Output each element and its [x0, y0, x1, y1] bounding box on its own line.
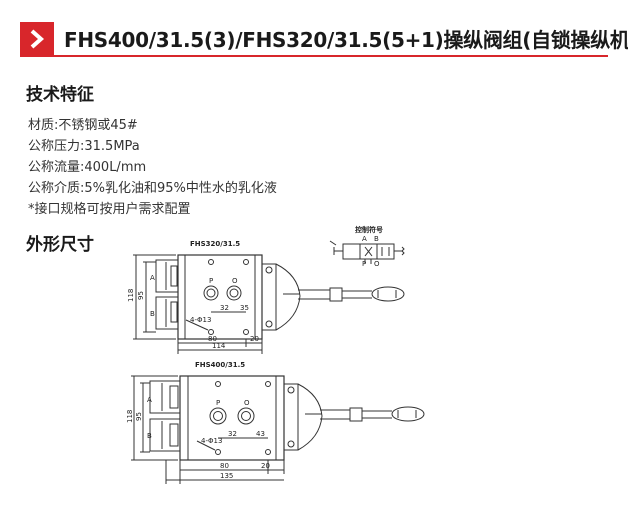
top-dim-w2: 20 [250, 335, 259, 343]
bottom-holes-label: 4-Φ13 [201, 437, 222, 445]
bottom-dim-w1: 80 [220, 462, 229, 470]
bottom-dim-total: 135 [220, 472, 233, 480]
top-dim-w1: 80 [208, 335, 217, 343]
bottom-height-outer: 118 [126, 410, 134, 423]
bottom-dim-d1: 32 [228, 430, 237, 438]
top-dim-d1: 32 [220, 304, 229, 312]
spec-flow: 公称流量:400L/mm [28, 160, 147, 175]
top-drawing: FHS320/31.5 A B P O 4-Φ13 [127, 240, 405, 354]
top-height-outer: 118 [127, 289, 135, 302]
spec-material: 材质:不锈钢或45# [28, 118, 138, 133]
control-symbol: 控制符号 A B P O [329, 225, 405, 268]
tech-heading: 技术特征 [26, 85, 94, 105]
bottom-drawing: FHS400/31.5 A B P O 4-Φ13 [126, 361, 425, 484]
spec-note: *接口规格可按用户需求配置 [28, 202, 191, 217]
spec-pressure: 公称压力:31.5MPa [28, 139, 140, 154]
page-title: FHS400/31.5(3)/FHS320/31.5(5+1)操纵阀组(自锁操纵… [64, 28, 628, 52]
dims-heading: 外形尺寸 [26, 235, 94, 255]
top-port-o: O [232, 277, 238, 285]
top-dim-total: 114 [212, 342, 226, 350]
top-port-p: P [209, 277, 213, 285]
bottom-dim-d2: 43 [256, 430, 265, 438]
bottom-drawing-title: FHS400/31.5 [195, 361, 245, 369]
top-port-a: A [150, 274, 155, 282]
symbol-port-a: A [362, 235, 367, 243]
top-dim-d2: 35 [240, 304, 249, 312]
bottom-port-b: B [147, 432, 152, 440]
bottom-port-a: A [147, 396, 152, 404]
section-marker [20, 22, 54, 56]
top-port-b: B [150, 310, 155, 318]
bottom-port-p: P [216, 399, 220, 407]
symbol-port-o: O [374, 260, 380, 268]
symbol-title: 控制符号 [355, 225, 383, 234]
bottom-port-o: O [244, 399, 250, 407]
symbol-port-p: P [362, 260, 366, 268]
bottom-dim-w2: 20 [261, 462, 270, 470]
top-height-inner: 95 [137, 291, 145, 300]
top-holes-label: 4-Φ13 [190, 316, 211, 324]
spec-medium: 公称介质:5%乳化油和95%中性水的乳化液 [28, 181, 277, 196]
chevron-right-icon [30, 29, 45, 49]
page-header: FHS400/31.5(3)/FHS320/31.5(5+1)操纵阀组(自锁操纵… [20, 22, 628, 57]
symbol-port-b: B [374, 235, 379, 243]
bottom-height-inner: 95 [135, 412, 143, 421]
top-drawing-title: FHS320/31.5 [190, 240, 240, 248]
header-underline [20, 55, 608, 57]
